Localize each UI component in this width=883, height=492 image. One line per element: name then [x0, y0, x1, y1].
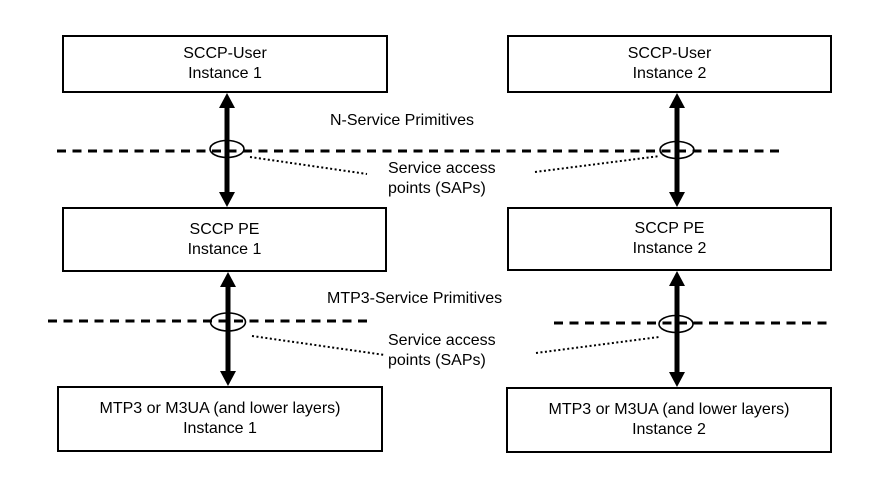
sap-leader-row2-left	[251, 335, 386, 356]
box-mtp3-m3ua-instance-1: MTP3 or M3UA (and lower layers) Instance…	[57, 386, 383, 452]
sap-ellipse-n-instance1	[209, 139, 245, 159]
sap-leader-row1-left	[249, 156, 368, 175]
sap-leader-row1-right	[534, 155, 661, 173]
arrow-sccppe2-mtp32	[669, 271, 685, 387]
box-line1: SCCP-User	[627, 45, 712, 62]
label-line2: points (SAPs)	[388, 180, 486, 197]
label-line1: Service access	[388, 160, 496, 177]
label-service-access-points-row2: Service access points (SAPs)	[388, 331, 496, 371]
label-service-access-points-row1: Service access points (SAPs)	[388, 159, 496, 199]
box-line1: SCCP PE	[634, 220, 705, 237]
box-sccp-pe-instance-1: SCCP PE Instance 1	[62, 207, 387, 272]
label-line2: points (SAPs)	[388, 352, 486, 369]
box-line1: SCCP-User	[183, 45, 267, 62]
box-line2: Instance 1	[187, 240, 262, 258]
box-line2: Instance 2	[632, 65, 707, 82]
sap-ellipse-mtp3-instance2	[658, 314, 694, 334]
arrow-sccpuser2-sccppe2	[669, 93, 685, 207]
label-mtp3-service-primitives: MTP3-Service Primitives	[327, 290, 503, 307]
box-line2: Instance 1	[188, 65, 262, 82]
arrow-sccpuser1-sccppe1	[219, 93, 235, 207]
box-line2: Instance 1	[183, 420, 257, 437]
label-n-service-primitives: N-Service Primitives	[330, 112, 475, 129]
box-sccp-pe-instance-2: SCCP PE Instance 2	[507, 207, 832, 271]
arrow-sccppe1-mtp31	[220, 272, 236, 386]
box-line1: SCCP PE	[189, 220, 260, 238]
box-sccp-user-instance-1: SCCP-User Instance 1	[62, 35, 388, 93]
box-line1: MTP3 or M3UA (and lower layers)	[548, 401, 790, 418]
box-line2: Instance 2	[632, 421, 706, 438]
box-line2: Instance 2	[632, 240, 707, 257]
box-line1: MTP3 or M3UA (and lower layers)	[99, 400, 341, 417]
label-line1: Service access	[388, 332, 496, 349]
sap-ellipse-n-instance2	[659, 140, 695, 160]
box-sccp-user-instance-2: SCCP-User Instance 2	[507, 35, 832, 93]
box-mtp3-m3ua-instance-2: MTP3 or M3UA (and lower layers) Instance…	[506, 387, 832, 453]
sap-ellipse-mtp3-instance1	[209, 312, 247, 332]
sap-leader-row2-right	[535, 336, 660, 354]
